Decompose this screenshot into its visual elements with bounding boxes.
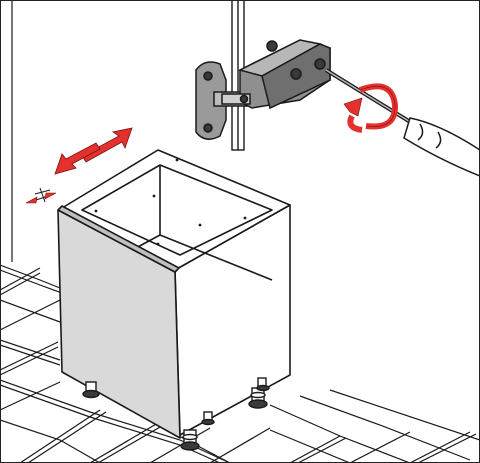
screwdriver-handle bbox=[403, 117, 480, 177]
cabinet-inner-opening bbox=[81, 164, 273, 256]
cabinet-holes bbox=[94, 158, 247, 246]
double-arrow-left-right-icon bbox=[54, 127, 133, 175]
rotate-arrow-icon bbox=[343, 83, 398, 133]
cabinet-legs bbox=[82, 377, 270, 451]
floor-tiles bbox=[0, 264, 480, 463]
leg-back-right bbox=[248, 387, 268, 409]
dimension-arrows-icon bbox=[25, 187, 57, 204]
leg-front-left bbox=[82, 381, 100, 399]
leg-front-right bbox=[180, 429, 200, 451]
leg-center bbox=[201, 411, 215, 426]
hinge-arm bbox=[221, 39, 331, 110]
leg-back-mid bbox=[256, 377, 270, 392]
screwdriver bbox=[324, 68, 480, 177]
